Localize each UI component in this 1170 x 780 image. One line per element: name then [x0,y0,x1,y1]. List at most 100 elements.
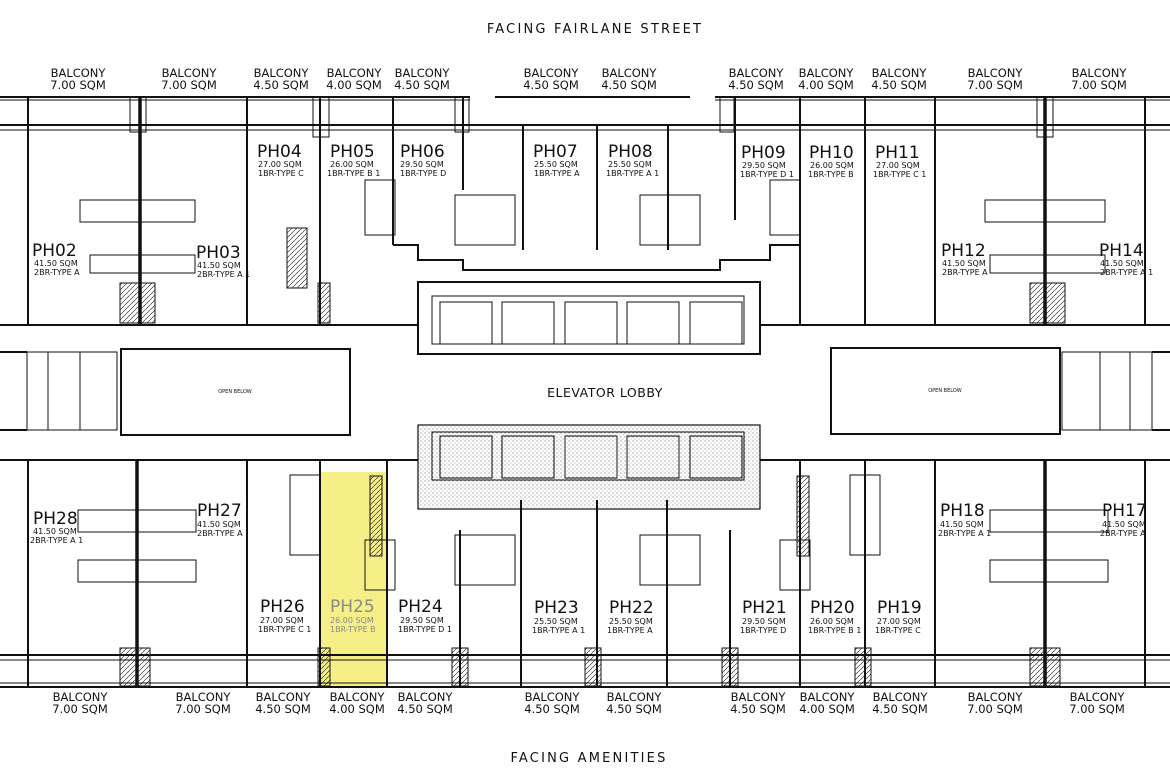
svg-text:4.50 SQM: 4.50 SQM [728,78,784,92]
svg-text:BALCONY: BALCONY [51,66,107,80]
svg-text:BALCONY: BALCONY [1072,66,1128,80]
svg-text:7.00 SQM: 7.00 SQM [52,702,108,716]
svg-text:PH03: PH03 [196,243,241,263]
svg-text:41.50 SQM: 41.50 SQM [34,259,78,268]
svg-text:26.00 SQM: 26.00 SQM [810,161,854,170]
svg-text:BALCONY: BALCONY [330,690,386,704]
svg-text:1BR-TYPE A: 1BR-TYPE A [607,626,653,635]
svg-text:BALCONY: BALCONY [398,690,454,704]
svg-text:BALCONY: BALCONY [873,690,929,704]
svg-text:OPEN BELOW: OPEN BELOW [928,388,962,394]
svg-text:BALCONY: BALCONY [607,690,663,704]
svg-text:PH25: PH25 [330,597,375,617]
svg-text:2BR-TYPE A 1: 2BR-TYPE A 1 [30,536,83,545]
svg-text:1BR-TYPE B 1: 1BR-TYPE B 1 [327,169,380,178]
svg-text:1BR-TYPE C: 1BR-TYPE C [258,169,304,178]
svg-text:41.50 SQM: 41.50 SQM [942,259,986,268]
svg-text:PH28: PH28 [33,509,78,529]
svg-text:4.00 SQM: 4.00 SQM [798,78,854,92]
svg-text:29.50 SQM: 29.50 SQM [400,160,444,169]
svg-text:4.00 SQM: 4.00 SQM [326,78,382,92]
svg-text:1BR-TYPE B 1: 1BR-TYPE B 1 [808,626,861,635]
svg-text:PH20: PH20 [810,598,855,618]
svg-text:26.00 SQM: 26.00 SQM [810,617,854,626]
svg-text:OPEN BELOW: OPEN BELOW [218,389,252,395]
heading-bottom: FACING AMENITIES [510,751,667,766]
svg-text:PH04: PH04 [257,142,302,162]
svg-text:41.50 SQM: 41.50 SQM [33,527,77,536]
svg-text:2BR-TYPE A: 2BR-TYPE A [34,268,80,277]
svg-text:7.00 SQM: 7.00 SQM [1069,702,1125,716]
svg-text:PH09: PH09 [741,143,786,163]
svg-text:1BR-TYPE D 1: 1BR-TYPE D 1 [398,625,452,634]
svg-text:PH12: PH12 [941,241,986,261]
svg-text:PH22: PH22 [609,598,654,618]
svg-text:PH05: PH05 [330,142,375,162]
svg-text:26.00 SQM: 26.00 SQM [330,160,374,169]
open-below-left: OPEN BELOW [120,348,351,436]
svg-text:BALCONY: BALCONY [53,690,109,704]
svg-text:41.50 SQM: 41.50 SQM [940,520,984,529]
svg-text:PH26: PH26 [260,597,305,617]
svg-text:4.00 SQM: 4.00 SQM [799,702,855,716]
svg-text:BALCONY: BALCONY [254,66,310,80]
bottom-wing-walls [0,459,1170,688]
service-rooms [0,351,1170,431]
svg-text:BALCONY: BALCONY [799,66,855,80]
svg-text:BALCONY: BALCONY [968,66,1024,80]
elevator-lobby-label: ELEVATOR LOBBY [547,385,663,400]
svg-text:BALCONY: BALCONY [327,66,383,80]
svg-text:1BR-TYPE A: 1BR-TYPE A [534,169,580,178]
svg-text:7.00 SQM: 7.00 SQM [161,78,217,92]
svg-text:41.50 SQM: 41.50 SQM [1102,520,1146,529]
svg-text:BALCONY: BALCONY [1070,690,1126,704]
svg-text:BALCONY: BALCONY [525,690,581,704]
top-wing-walls [0,96,1170,326]
svg-text:BALCONY: BALCONY [731,690,787,704]
svg-text:PH07: PH07 [533,142,578,162]
svg-text:PH19: PH19 [877,598,922,618]
svg-text:2BR-TYPE A 1: 2BR-TYPE A 1 [1100,268,1153,277]
svg-text:27.00 SQM: 27.00 SQM [877,617,921,626]
svg-text:1BR-TYPE C 1: 1BR-TYPE C 1 [873,170,926,179]
svg-text:PH23: PH23 [534,598,579,618]
svg-text:7.00 SQM: 7.00 SQM [175,702,231,716]
svg-text:7.00 SQM: 7.00 SQM [967,78,1023,92]
svg-text:7.00 SQM: 7.00 SQM [967,702,1023,716]
svg-text:4.00 SQM: 4.00 SQM [329,702,385,716]
